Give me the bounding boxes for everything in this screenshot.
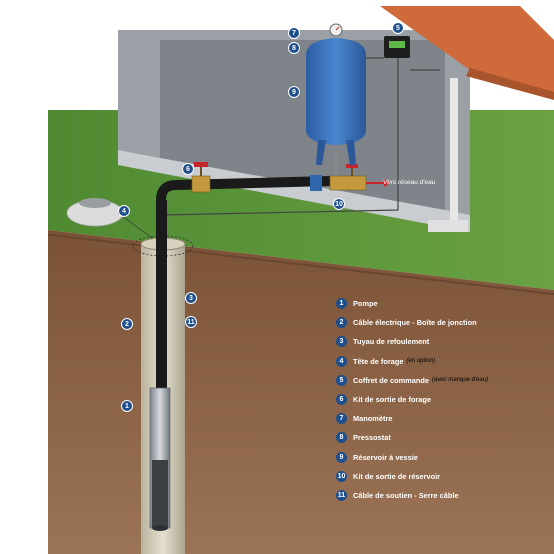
legend-label: Kit de sortie de forage [353, 395, 431, 404]
legend-number: 8 [336, 432, 347, 443]
legend-item: 5 Coffret de commande(avec manque d'eau) [336, 371, 546, 390]
gutter-base [428, 220, 468, 232]
legend-item: 2 Câble électrique - Boîte de jonction [336, 313, 546, 332]
badge-10: 10 [333, 198, 345, 210]
badge-11: 11 [185, 316, 197, 328]
legend-note: (avec manque d'eau) [432, 377, 488, 383]
legend-item: 6 Kit de sortie de forage [336, 390, 546, 409]
pipe-coupling [310, 175, 322, 191]
legend-label: Câble électrique - Boîte de jonction [353, 318, 477, 327]
legend-label: Tête de forage [353, 357, 404, 366]
legend-item: 9 Réservoir à vessie [336, 448, 546, 467]
legend-number: 1 [336, 298, 347, 309]
legend-item: 7 Manomètre [336, 409, 546, 428]
legend-label: Pressostat [353, 433, 391, 442]
delivery-pipe [156, 200, 167, 390]
legend-note: (en option) [407, 358, 436, 364]
badge-7: 7 [288, 27, 300, 39]
bore-head-top [79, 198, 111, 208]
legend-number: 11 [336, 490, 347, 501]
badge-8: 8 [288, 42, 300, 54]
legend-number: 3 [336, 336, 347, 347]
legend-label: Kit de sortie de réservoir [353, 472, 440, 481]
legend-item: 11 Câble de soutien - Serre câble [336, 486, 546, 505]
tank-outlet-kit [330, 176, 366, 190]
badge-3: 3 [185, 292, 197, 304]
pump-bottom [152, 525, 168, 531]
legend-number: 4 [336, 356, 347, 367]
pressure-tank [306, 38, 366, 145]
outlet-valve-handle [194, 162, 208, 167]
legend-label: Coffret de commande [353, 376, 429, 385]
legend-number: 9 [336, 452, 347, 463]
legend-item: 10 Kit de sortie de réservoir [336, 467, 546, 486]
control-box-display [389, 41, 405, 48]
pump-base [152, 460, 168, 528]
legend-number: 2 [336, 317, 347, 328]
legend-label: Pompe [353, 299, 378, 308]
legend-item: 8 Pressostat [336, 428, 546, 447]
legend-number: 6 [336, 394, 347, 405]
badge-4: 4 [118, 205, 130, 217]
legend-label: Tuyau de refoulement [353, 337, 429, 346]
badge-5: 5 [392, 22, 404, 34]
legend: 1 Pompe 2 Câble électrique - Boîte de jonc… [336, 294, 546, 505]
legend-number: 5 [336, 375, 347, 386]
badge-9: 9 [288, 86, 300, 98]
legend-label: Câble de soutien - Serre câble [353, 491, 459, 500]
legend-item: 1 Pompe [336, 294, 546, 313]
gutter-pipe [450, 78, 458, 228]
legend-number: 10 [336, 471, 347, 482]
badge-2: 2 [121, 318, 133, 330]
badge-6: 6 [182, 163, 194, 175]
legend-label: Manomètre [353, 414, 392, 423]
legend-item: 3 Tuyau de refoulement [336, 332, 546, 351]
legend-item: 4 Tête de forage(en option) [336, 352, 546, 371]
badge-1: 1 [121, 400, 133, 412]
outlet-valve-body [192, 176, 210, 192]
legend-label: Réservoir à vessie [353, 453, 418, 462]
flow-label: Vers réseau d'eau [383, 179, 435, 186]
legend-number: 7 [336, 413, 347, 424]
